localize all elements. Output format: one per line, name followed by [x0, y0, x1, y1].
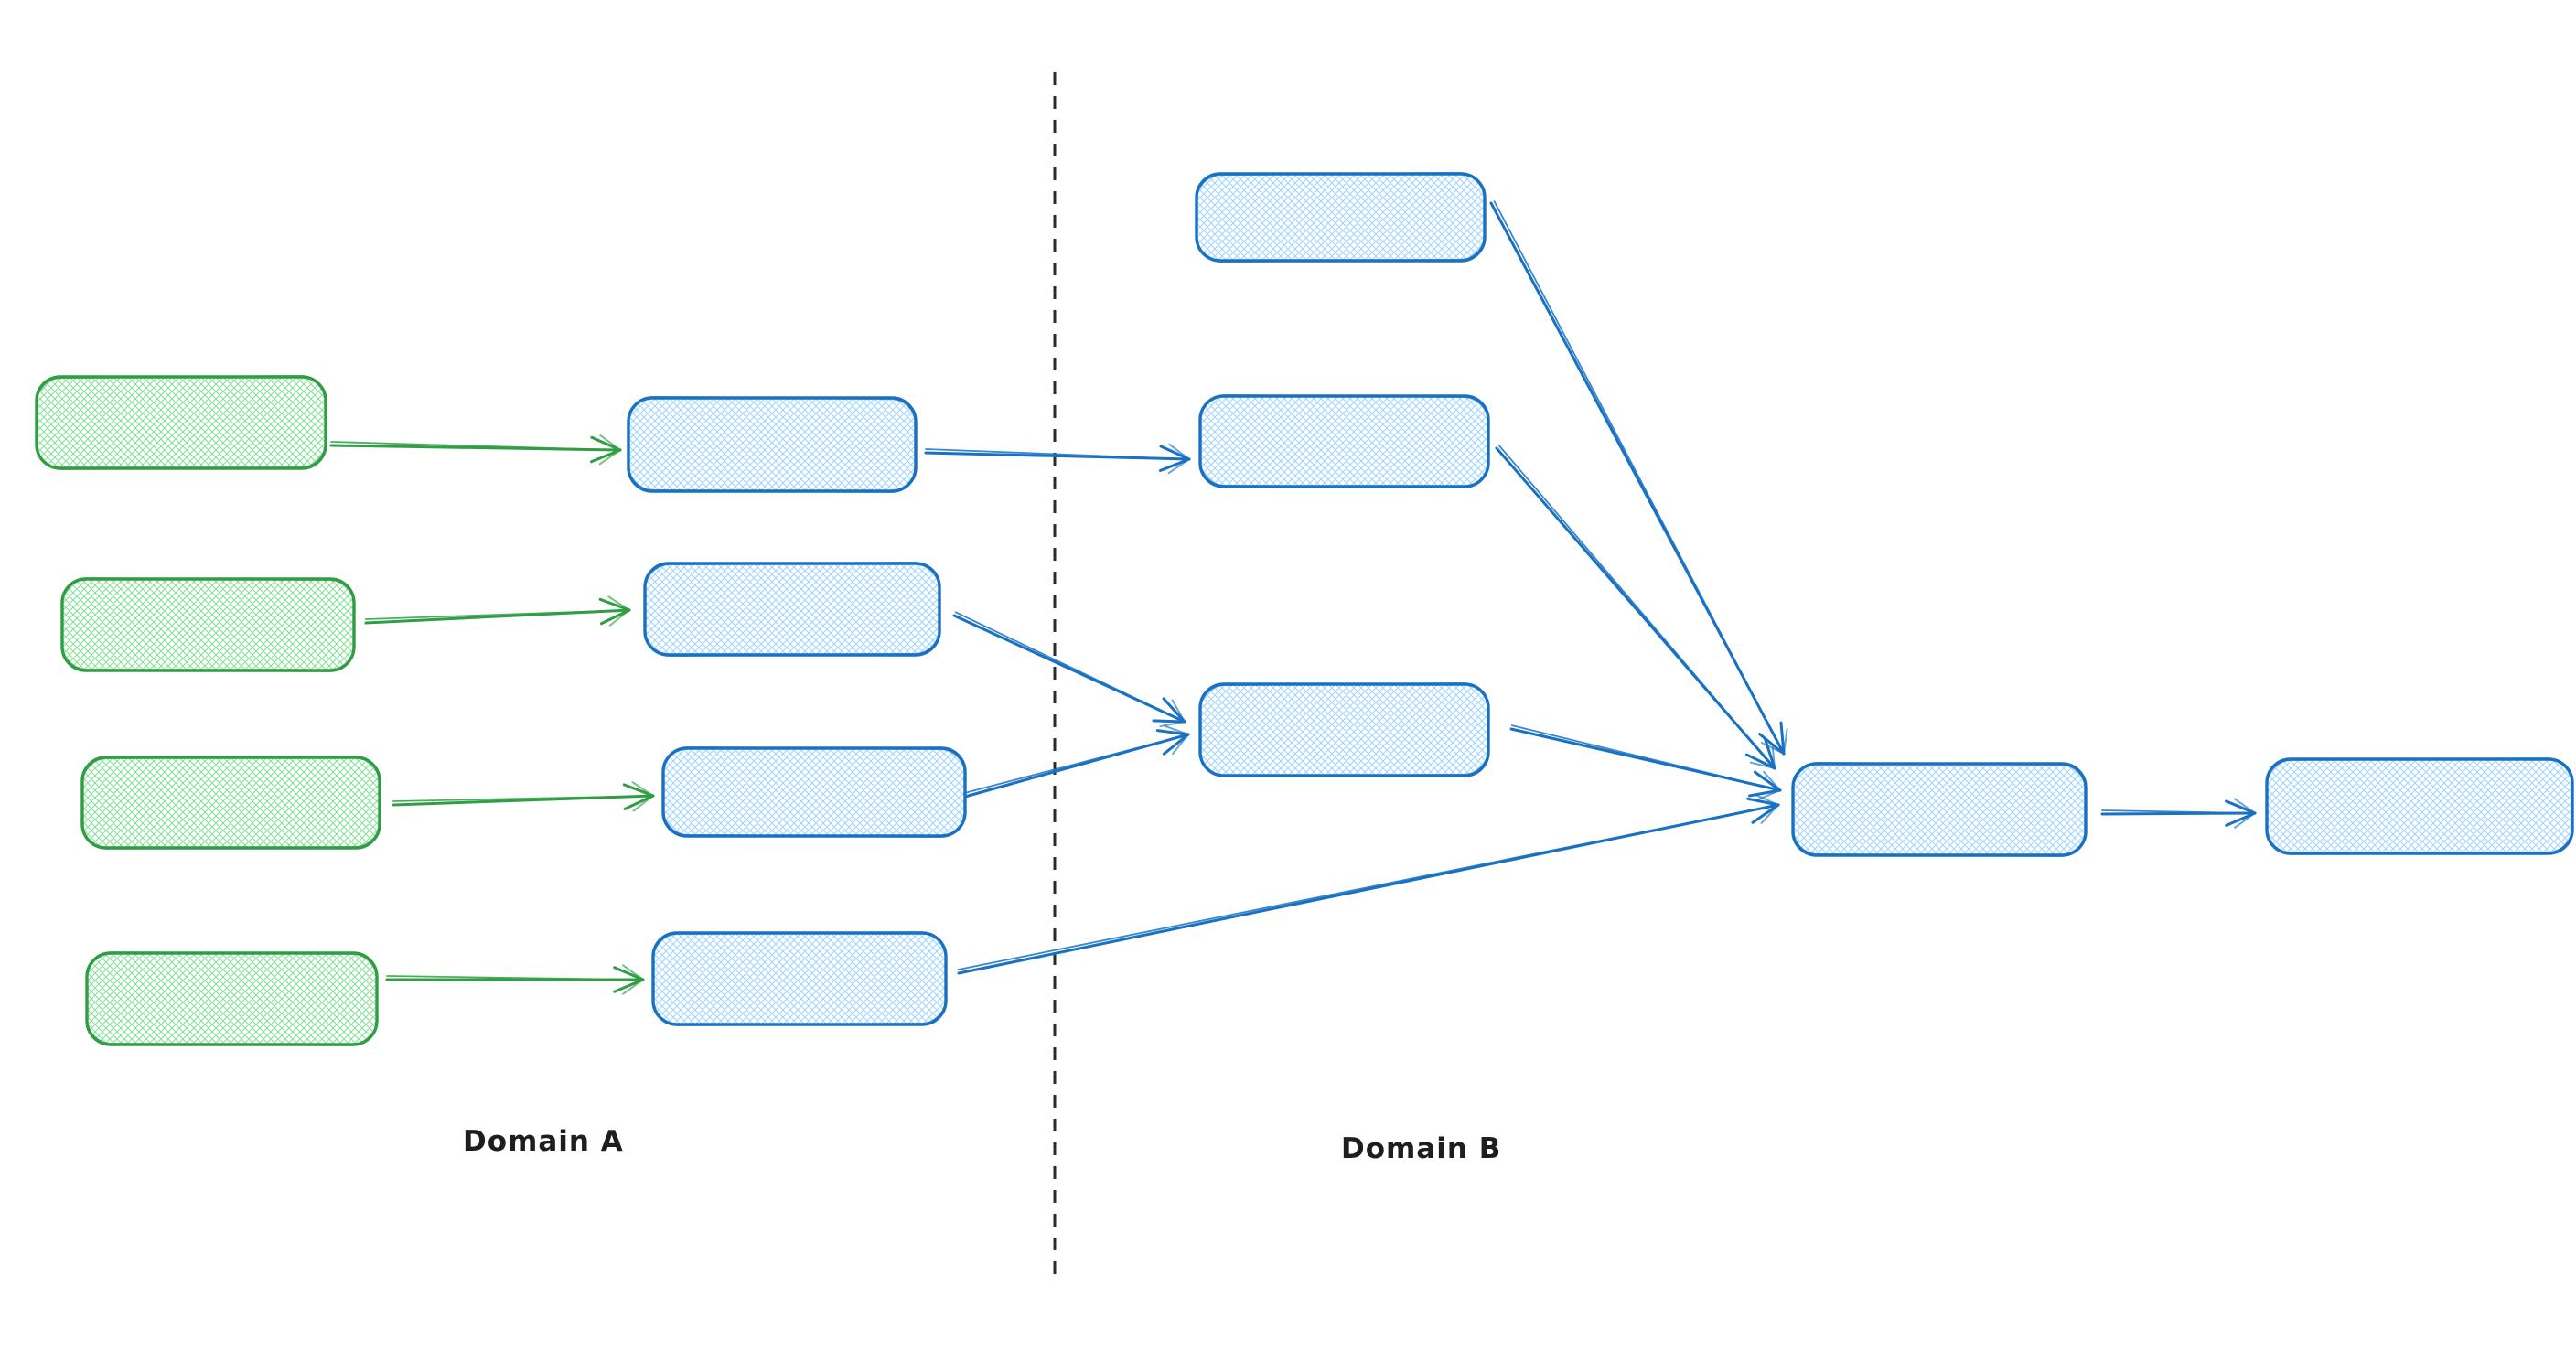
node-process-b-2 [1198, 394, 1490, 488]
edge-process-b-2-to-aggregator [1495, 445, 1776, 770]
node-process-a-2 [643, 562, 941, 657]
node-source-a-1 [35, 375, 327, 470]
node-process-b-3 [1198, 682, 1490, 777]
domain-a-label: Domain A [463, 1125, 624, 1158]
domain-b-label: Domain B [1341, 1132, 1502, 1165]
edge-source-a-4-to-process-a-4 [385, 964, 645, 995]
edge-process-a-4-to-aggregator [957, 794, 1780, 975]
edge-process-a-3-to-process-b-3 [963, 724, 1190, 799]
edge-source-a-1-to-process-a-1 [329, 434, 622, 466]
edge-process-b-1-to-aggregator [1489, 200, 1788, 756]
edge-process-b-3-to-aggregator [1509, 724, 1782, 801]
edge-process-a-1-to-process-b-2 [924, 443, 1191, 475]
node-process-a-4 [651, 931, 948, 1026]
edge-source-a-3-to-process-a-3 [392, 781, 655, 812]
node-source-a-2 [60, 577, 356, 672]
node-output-b [2265, 757, 2574, 855]
node-process-b-1 [1195, 171, 1487, 263]
node-process-a-3 [661, 745, 967, 839]
node-aggregator-b [1791, 762, 2088, 857]
edge-source-a-2-to-process-a-2 [364, 595, 631, 627]
edge-aggregator-to-output [2100, 798, 2257, 829]
node-source-a-4 [85, 951, 379, 1046]
node-process-a-1 [627, 395, 918, 494]
edge-process-a-2-to-process-b-3 [952, 611, 1186, 728]
node-source-a-3 [80, 756, 381, 850]
